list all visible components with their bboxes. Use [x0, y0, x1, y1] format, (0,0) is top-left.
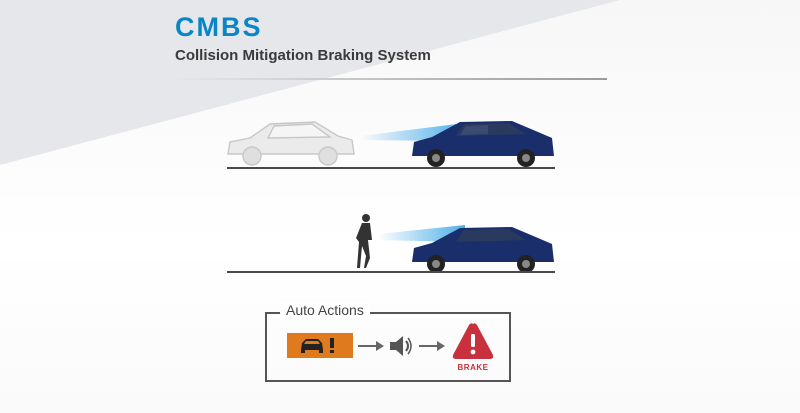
- road-line: [227, 167, 555, 169]
- scene-pedestrian: [356, 214, 554, 273]
- ghost-car-icon: [227, 121, 355, 166]
- scene-vehicle-ahead: [227, 121, 554, 167]
- road-line: [227, 271, 555, 273]
- arrow-right-icon: [419, 341, 445, 351]
- auto-actions-label: Auto Actions: [280, 302, 370, 318]
- auto-actions-panel: [265, 312, 511, 382]
- car-icon: [412, 227, 554, 273]
- brake-label: BRAKE: [457, 363, 489, 372]
- page-subtitle: Collision Mitigation Braking System: [175, 47, 431, 64]
- pedestrian-icon: [356, 214, 372, 268]
- brake-warning-icon: [452, 323, 494, 359]
- page-title: CMBS: [175, 12, 263, 42]
- arrow-right-icon: [358, 341, 384, 351]
- car-warning-badge: [287, 333, 353, 358]
- speaker-icon: [390, 336, 412, 356]
- car-warning-icon: [301, 338, 334, 353]
- title-divider: [175, 78, 607, 80]
- car-icon: [412, 121, 554, 167]
